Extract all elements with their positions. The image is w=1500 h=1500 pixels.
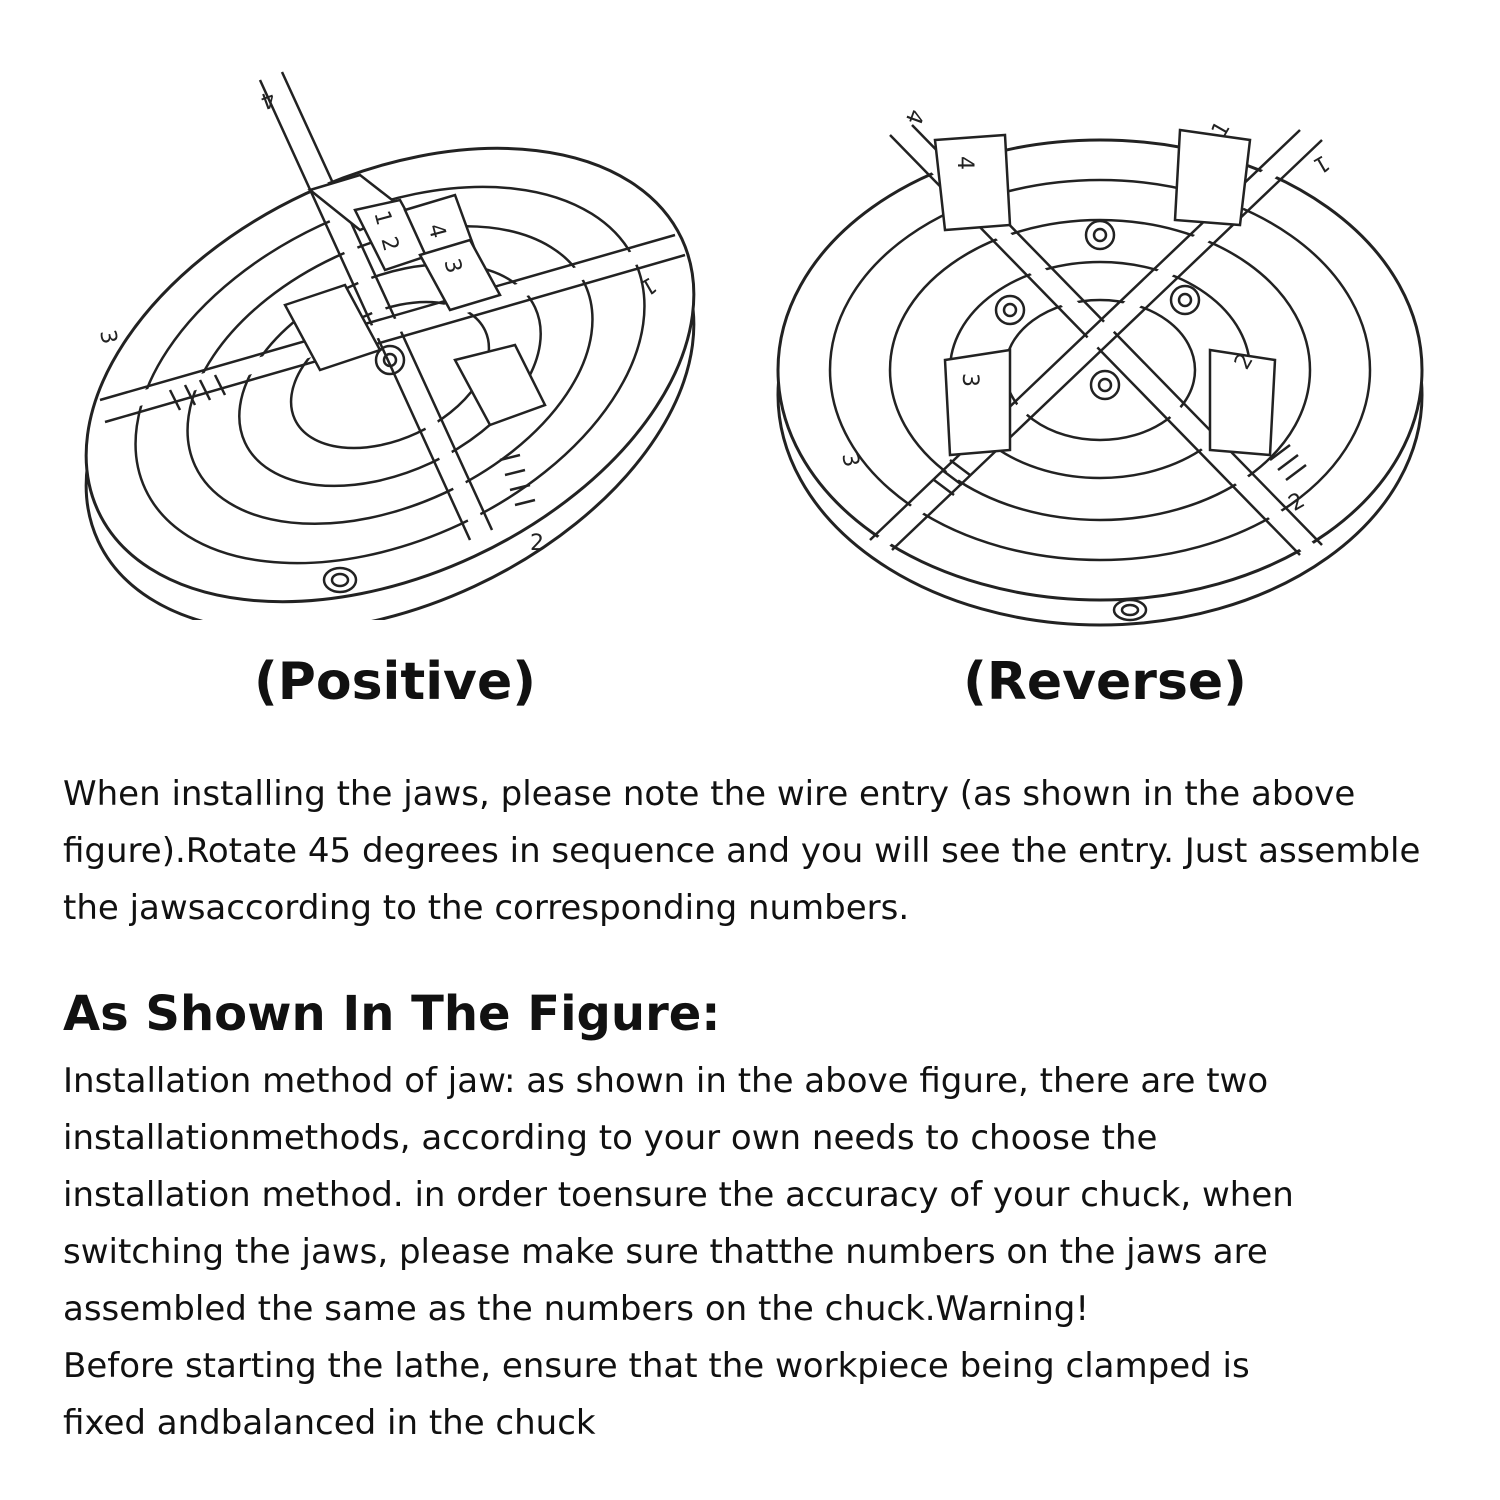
- slot-number-3: 3: [94, 328, 121, 346]
- chuck-positive-drawing: 4 1 2 3 1 4 2 3: [84, 71, 696, 634]
- instructions-line: switching the jaws, please make sure tha…: [63, 1232, 1268, 1272]
- instructions-line: installation method. in order toensure t…: [63, 1175, 1294, 1215]
- slot-number-3: 3: [836, 451, 863, 469]
- section-heading: As Shown In The Figure:: [63, 986, 721, 1042]
- jaw-number-3: 3: [438, 256, 466, 276]
- jaw-number-4: 4: [422, 221, 450, 241]
- instructions-line: assembled the same as the numbers on the…: [63, 1289, 1089, 1329]
- jaw-number-2: 2: [375, 234, 403, 254]
- instructions-line: fixed andbalanced in the chuck: [63, 1403, 596, 1443]
- slot-number-1: 1: [1309, 149, 1334, 178]
- intro-paragraph: When installing the jaws, please note th…: [63, 774, 1421, 928]
- instructions-line: Installation method of jaw: as shown in …: [63, 1061, 1269, 1101]
- slot-number-4: 4: [900, 106, 928, 128]
- jaw-number-1: 1: [368, 208, 396, 228]
- caption-positive: (Positive): [254, 652, 536, 712]
- instructions-line: Before starting the lathe, ensure that t…: [63, 1346, 1250, 1386]
- chuck-reverse-illustration: 4 1 2 3 4 1 3 2: [770, 60, 1440, 630]
- jaw-number-3: 3: [957, 373, 982, 387]
- instructions-line: installationmethods, according to your o…: [63, 1118, 1158, 1158]
- slot-number-2: 2: [530, 531, 544, 556]
- instructions-paragraph: Installation method of jaw: as shown in …: [63, 1053, 1453, 1452]
- chuck-reverse-drawing: 4 1 2 3 4 1 3 2: [776, 106, 1424, 627]
- jaw-number-4: 4: [952, 156, 977, 170]
- chuck-positive-illustration: 4 1 2 3 1 4 2 3: [60, 60, 740, 634]
- caption-reverse: (Reverse): [963, 652, 1247, 712]
